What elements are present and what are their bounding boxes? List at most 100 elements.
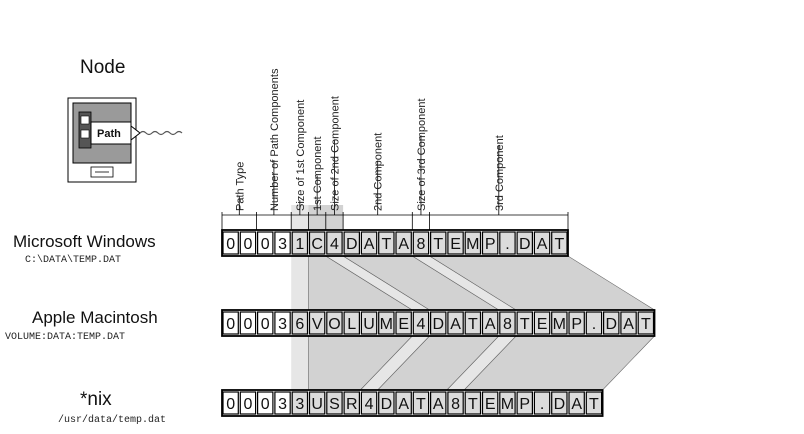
byte-cell (308, 311, 326, 335)
byte-cell (222, 391, 239, 415)
byte-cell (326, 231, 343, 255)
path-node-label: Path (97, 128, 121, 140)
byte-cell (481, 311, 499, 335)
byte-value: D (605, 316, 617, 333)
byte-cell (481, 391, 499, 415)
byte-cell (585, 311, 603, 335)
path-node-icon: Path (67, 97, 183, 183)
byte-value: . (540, 396, 544, 413)
byte-cell (395, 391, 412, 415)
byte-value: D (346, 236, 358, 253)
byte-value: T (381, 236, 391, 253)
byte-value: 0 (226, 396, 235, 413)
byte-cell (430, 391, 447, 415)
byte-value: M (380, 316, 393, 333)
byte-cell (412, 231, 430, 255)
byte-value: D (554, 396, 566, 413)
byte-cell (481, 231, 499, 255)
byte-value: 4 (365, 396, 374, 413)
byte-cell (360, 311, 378, 335)
byte-cell (222, 311, 239, 335)
byte-cell (430, 231, 447, 255)
byte-value: 6 (295, 316, 304, 333)
byte-row-frame (221, 389, 604, 417)
column-label: Number of Path Components (269, 68, 281, 211)
byte-cell (326, 391, 343, 415)
byte-cell (239, 391, 257, 415)
byte-value: 4 (330, 236, 339, 253)
byte-cell (533, 311, 551, 335)
nix-label: *nix (80, 389, 112, 410)
byte-value: 8 (416, 236, 425, 253)
byte-row-frame (221, 309, 656, 337)
byte-cell (395, 311, 412, 335)
node-title: Node (80, 57, 125, 78)
byte-cell (620, 311, 637, 335)
byte-value: 0 (261, 316, 270, 333)
byte-value: A (537, 236, 548, 253)
byte-cell (378, 311, 395, 335)
byte-value: 8 (503, 316, 512, 333)
byte-cell (239, 231, 257, 255)
byte-value: 3 (295, 396, 304, 413)
byte-row-frame (221, 229, 569, 257)
byte-cell (291, 311, 309, 335)
byte-value: E (537, 316, 548, 333)
byte-cell (222, 231, 239, 255)
byte-value: O (328, 316, 340, 333)
byte-value: D (432, 316, 444, 333)
byte-value: T (468, 396, 478, 413)
byte-value: V (312, 316, 323, 333)
byte-value: 0 (226, 236, 235, 253)
byte-value: U (311, 396, 323, 413)
column-label: Size of 1st Component (295, 100, 307, 211)
byte-value: T (520, 316, 530, 333)
column-label: Path Type (234, 162, 246, 211)
byte-cell (533, 391, 551, 415)
byte-value: M (501, 396, 514, 413)
byte-cell (308, 391, 326, 415)
byte-value: A (364, 236, 375, 253)
nix-path: /usr/data/temp.dat (58, 414, 166, 426)
byte-cell (274, 231, 291, 255)
byte-value: P (485, 236, 496, 253)
byte-value: U (363, 316, 375, 333)
column-labels: Path Type Number of Path Components Size o… (221, 68, 569, 230)
byte-cell (516, 231, 533, 255)
byte-value: 0 (243, 316, 252, 333)
byte-cell (499, 391, 516, 415)
byte-value: T (468, 316, 478, 333)
byte-cell (326, 311, 343, 335)
byte-value: . (592, 316, 596, 333)
byte-cell (551, 391, 568, 415)
byte-value: R (346, 396, 358, 413)
byte-value: 8 (451, 396, 460, 413)
byte-cell (412, 391, 430, 415)
byte-value: E (398, 316, 409, 333)
byte-value: D (381, 396, 393, 413)
byte-cell (499, 311, 516, 335)
byte-value: C (311, 236, 323, 253)
byte-value: A (450, 316, 461, 333)
byte-value: A (433, 396, 444, 413)
byte-cell (343, 391, 361, 415)
byte-value: P (519, 396, 530, 413)
byte-value: 3 (278, 396, 287, 413)
byte-value: M (553, 316, 566, 333)
byte-value: T (433, 236, 443, 253)
byte-cell (378, 231, 395, 255)
byte-cell (412, 311, 430, 335)
byte-cell (447, 391, 464, 415)
byte-cell (551, 311, 568, 335)
byte-cell (464, 231, 482, 255)
byte-cell (308, 231, 326, 255)
byte-value: 0 (226, 316, 235, 333)
byte-value: . (505, 236, 509, 253)
byte-value: 0 (243, 236, 252, 253)
byte-value: S (329, 396, 340, 413)
byte-cell (274, 391, 291, 415)
byte-cell (637, 311, 655, 335)
